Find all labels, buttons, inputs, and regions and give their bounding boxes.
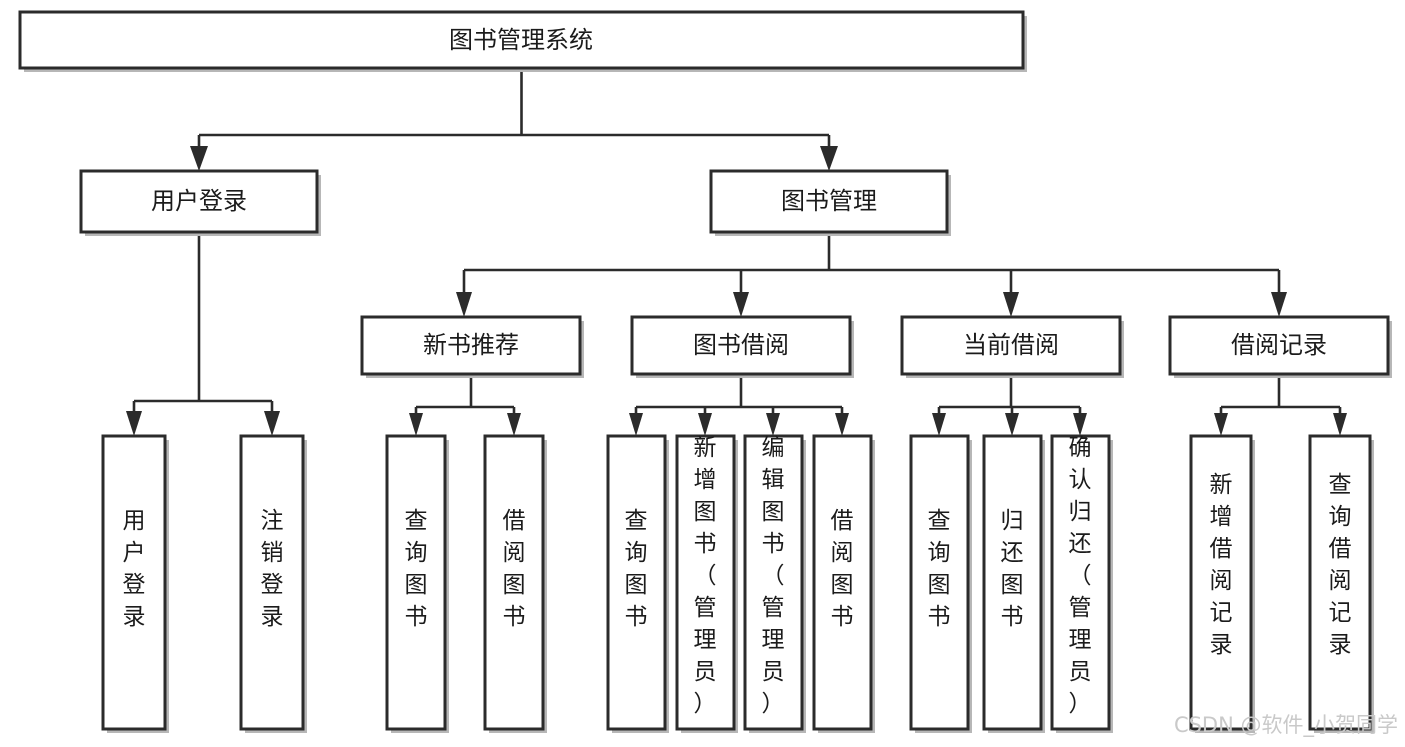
arrowhead-leaf-query-book-3 [932,413,946,436]
node-leaf-edit-book[interactable]: 编辑图书（管理员） [743,434,806,733]
csdn-watermark: CSDN @软件_小贺同学 [1174,713,1398,738]
leaf-node-group: 用户登录 注销登录 查询图书 借阅图书 查询图书 [101,434,1374,733]
node-leaf-return-book[interactable]: 归还图书 [982,434,1045,733]
leaf-borrow-book-1-label: 借阅图书 [503,508,526,630]
leaf-confirm-return-box[interactable] [1050,434,1111,731]
leaf-query-book-2-label: 查询图书 [625,508,648,630]
leaf-query-book-3-box[interactable] [909,434,970,731]
arrowhead-book-borrow [733,292,749,317]
leaf-query-book-2-box[interactable] [606,434,667,731]
leaf-confirm-return-label: 确认归还（管理员） [1069,435,1092,717]
leaf-add-book-label: 新增图书（管理员） [694,435,717,717]
node-book-manage[interactable]: 图书管理 [709,169,951,236]
node-new-book-rec[interactable]: 新书推荐 [360,315,584,378]
leaf-borrow-book-2-box[interactable] [812,434,873,731]
leaf-edit-book-box[interactable] [743,434,804,731]
node-root[interactable]: 图书管理系统 [18,10,1027,72]
current-borrow-box[interactable] [900,315,1122,376]
node-leaf-borrow-book-1[interactable]: 借阅图书 [483,434,547,733]
leaf-user-logout-box[interactable] [239,434,305,731]
leaf-query-book-1-label: 查询图书 [405,508,428,630]
node-leaf-borrow-book-2[interactable]: 借阅图书 [812,434,875,733]
book-manage-box[interactable] [709,169,949,234]
book-manage-label: 图书管理 [781,187,877,215]
leaf-query-book-3-label: 查询图书 [928,508,951,630]
arrowhead-leaf-borrow-book-1 [507,413,521,436]
arrowhead-leaf-confirm-return [1073,413,1087,436]
arrowhead-leaf-query-book-1 [409,413,423,436]
leaf-borrow-book-1-box[interactable] [483,434,545,731]
arrowhead-leaf-user-logout [264,411,280,436]
node-leaf-user-logout[interactable]: 注销登录 [239,434,307,733]
root-label: 图书管理系统 [449,26,593,54]
arrowhead-leaf-add-book [698,413,712,436]
borrow-record-box[interactable] [1168,315,1390,376]
arrowhead-leaf-borrow-book-2 [835,413,849,436]
arrowhead-borrow-record [1271,292,1287,317]
node-borrow-record[interactable]: 借阅记录 [1168,315,1392,378]
new-book-rec-label: 新书推荐 [423,331,519,359]
root-box[interactable] [18,10,1025,70]
user-login-box[interactable] [79,169,319,234]
node-leaf-confirm-return[interactable]: 确认归还（管理员） [1050,434,1113,733]
leaf-borrow-book-2-label: 借阅图书 [831,508,854,630]
arrowhead-leaf-edit-book [766,413,780,436]
arrowhead-user-login [190,146,208,171]
arrowhead-leaf-user-login [126,411,142,436]
leaf-return-book-box[interactable] [982,434,1043,731]
leaf-add-book-box[interactable] [675,434,736,731]
node-leaf-query-book-3[interactable]: 查询图书 [909,434,972,733]
book-borrow-box[interactable] [630,315,852,376]
leaf-return-book-label: 归还图书 [1001,508,1024,630]
arrowhead-book-manage [820,146,838,171]
leaf-user-login-label: 用户登录 [123,508,146,630]
arrowhead-leaf-add-record [1214,413,1228,436]
leaf-add-record-box[interactable] [1189,434,1253,731]
arrowhead-current-borrow [1003,292,1019,317]
node-leaf-query-record[interactable]: 查询借阅记录 [1308,434,1374,733]
node-leaf-add-book[interactable]: 新增图书（管理员） [675,434,738,733]
current-borrow-label: 当前借阅 [963,331,1059,359]
leaf-user-logout-label: 注销登录 [261,508,284,630]
arrowhead-new-book-rec [456,292,472,317]
leaf-query-book-1-box[interactable] [385,434,447,731]
node-book-borrow[interactable]: 图书借阅 [630,315,854,378]
node-leaf-user-login[interactable]: 用户登录 [101,434,169,733]
arrowhead-leaf-query-book-2 [629,413,643,436]
node-leaf-query-book-2[interactable]: 查询图书 [606,434,669,733]
new-book-rec-box[interactable] [360,315,582,376]
node-user-login[interactable]: 用户登录 [79,169,321,236]
leaf-add-record-label: 新增借阅记录 [1210,472,1233,658]
user-login-label: 用户登录 [151,187,247,215]
leaf-query-record-box[interactable] [1308,434,1372,731]
connector-layer [126,68,1347,436]
book-borrow-label: 图书借阅 [693,331,789,359]
leaf-edit-book-label: 编辑图书（管理员） [762,435,785,717]
node-current-borrow[interactable]: 当前借阅 [900,315,1124,378]
borrow-record-label: 借阅记录 [1231,331,1327,359]
leaf-user-login-box[interactable] [101,434,167,731]
arrowhead-leaf-query-record [1333,413,1347,436]
node-leaf-add-record[interactable]: 新增借阅记录 [1189,434,1255,733]
arrowhead-leaf-return-book [1005,413,1019,436]
leaf-query-record-label: 查询借阅记录 [1329,472,1352,658]
node-leaf-query-book-1[interactable]: 查询图书 [385,434,449,733]
